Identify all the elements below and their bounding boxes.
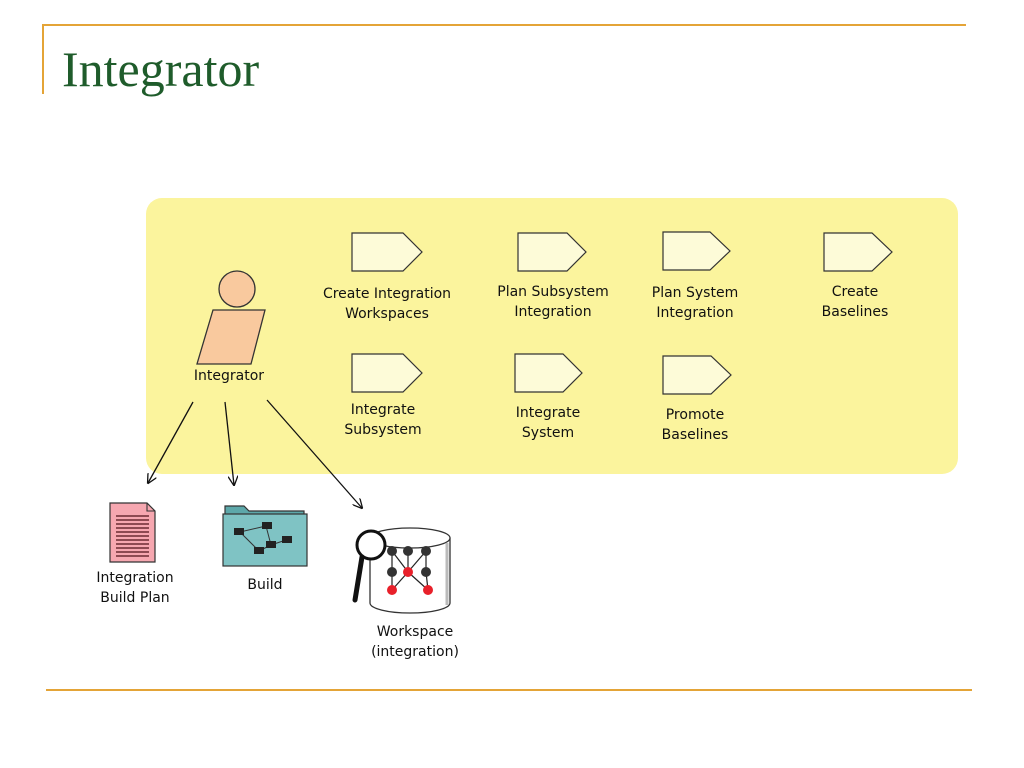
artifact-label-workspace: Workspace (integration) <box>371 624 459 660</box>
artifact-label-integration-build-plan: Integration Build Plan <box>96 570 174 606</box>
activity-icon-create-baselines <box>823 232 893 272</box>
left-rule <box>42 24 44 94</box>
workspace-icon <box>352 527 451 614</box>
arrow-to-workspace <box>266 399 362 508</box>
document-icon <box>109 502 156 563</box>
activity-icon-integrate-subsystem <box>351 353 423 393</box>
role-label: Integrator <box>193 368 265 384</box>
activity-label-promote-baselines: Promote Baselines <box>661 407 729 443</box>
activity-icon-plan-system-integration <box>662 231 731 271</box>
activity-label-create-integration-workspaces: Create Integration Workspaces <box>322 286 452 322</box>
activity-label-integrate-system: Integrate System <box>515 405 581 441</box>
activity-icon-integrate-system <box>514 353 583 393</box>
activity-label-create-baselines: Create Baselines <box>821 284 889 320</box>
activity-label-plan-system-integration: Plan System Integration <box>651 285 739 321</box>
integrator-role-icon <box>196 270 266 365</box>
arrow-to-build-plan <box>148 401 194 483</box>
folder-icon <box>222 505 308 567</box>
activity-label-integrate-subsystem: Integrate Subsystem <box>344 402 422 438</box>
bottom-rule <box>46 689 972 691</box>
activity-icon-create-integration-workspaces <box>351 232 423 272</box>
page-title: Integrator <box>62 41 260 97</box>
activity-label-plan-subsystem-integration: Plan Subsystem Integration <box>497 284 609 320</box>
top-rule <box>42 24 966 26</box>
artifact-label-build: Build <box>247 577 283 593</box>
arrow-to-build <box>224 401 234 485</box>
activity-icon-promote-baselines <box>662 355 732 395</box>
activity-icon-plan-subsystem-integration <box>517 232 587 272</box>
